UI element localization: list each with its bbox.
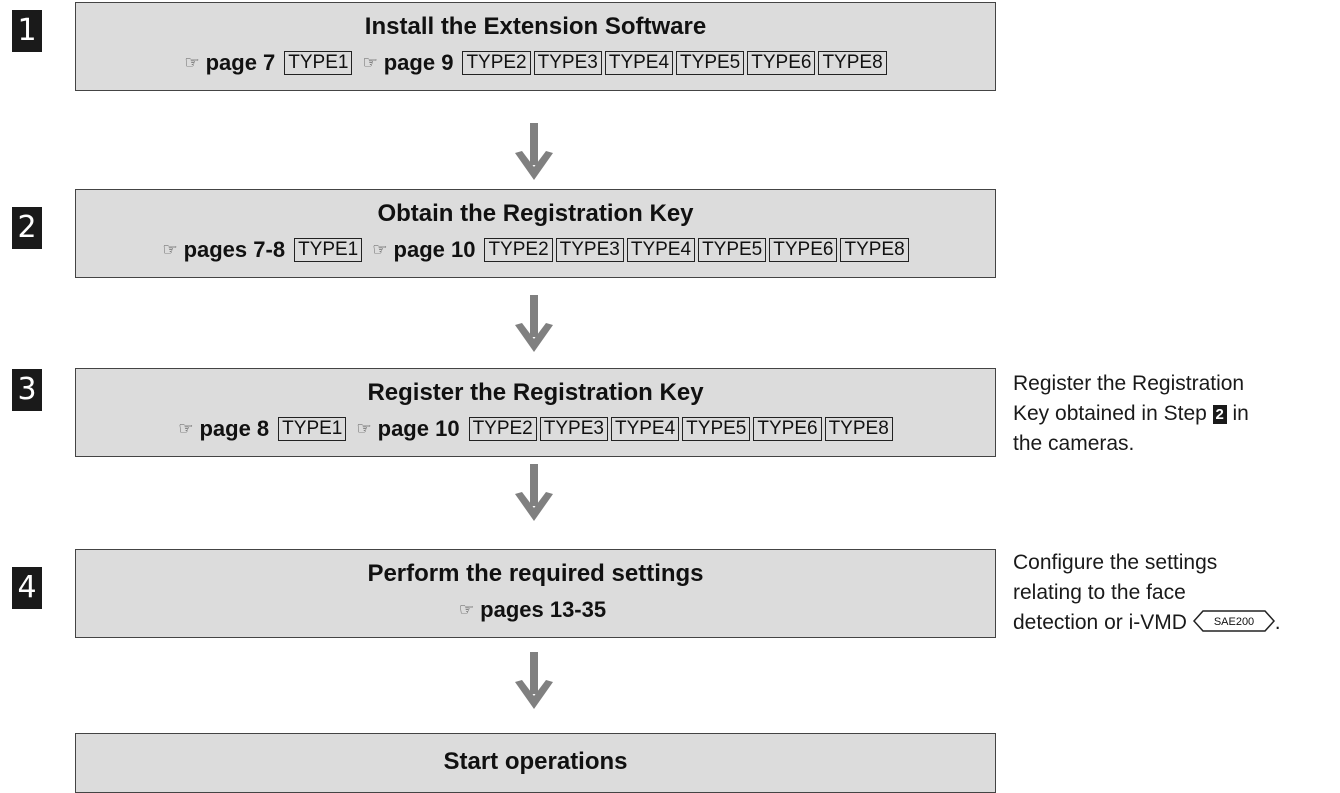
step-refs: ☞ pages 7-8 TYPE1 ☞ page 10 TYPE2 TYPE3 … — [76, 236, 995, 264]
type-tag: TYPE3 — [539, 417, 608, 441]
type-tag: TYPE4 — [626, 238, 696, 262]
step-title: Install the Extension Software — [364, 13, 707, 40]
sae200-badge: SAE200 — [1192, 610, 1275, 632]
note-line: relating to the face — [1013, 581, 1186, 604]
step-box-register-key: Register the Registration Key ☞ page 8 T… — [75, 368, 996, 457]
step-number-2: 2 — [12, 207, 42, 249]
pointing-hand-icon: ☞ — [184, 53, 200, 73]
type-tag: TYPE2 — [462, 51, 531, 75]
page-reference-text: pages 7-8 — [183, 237, 286, 262]
page-reference: ☞ pages 7-8 — [162, 236, 285, 264]
pointing-hand-icon: ☞ — [162, 240, 178, 260]
down-arrow-icon — [515, 123, 553, 180]
svg-text:SAE200: SAE200 — [1214, 616, 1254, 628]
step-title: Obtain the Registration Key — [377, 200, 694, 227]
page-reference: ☞ page 9 — [362, 49, 453, 77]
page-reference-text: pages 13-35 — [480, 597, 607, 622]
page-reference-text: page 8 — [199, 416, 270, 441]
type-tag: TYPE8 — [840, 238, 909, 262]
type-tag: TYPE3 — [555, 238, 624, 262]
type-tag: TYPE2 — [484, 238, 553, 262]
step-4-note: Configure the settings relating to the f… — [1013, 548, 1281, 638]
page-reference: ☞ pages 13-35 — [459, 596, 606, 624]
pointing-hand-icon: ☞ — [362, 53, 378, 73]
page-reference: ☞ page 10 — [372, 236, 475, 264]
step-box-start: Start operations — [75, 733, 996, 793]
note-line: Configure the settings — [1013, 551, 1218, 574]
step-3-note: Register the Registration Key obtained i… — [1013, 369, 1249, 459]
pointing-hand-icon: ☞ — [372, 240, 388, 260]
note-line: Key obtained in Step 2 in — [1013, 402, 1249, 425]
type-tag: TYPE8 — [824, 417, 893, 441]
step-box-install: Install the Extension Software ☞ page 7 … — [75, 2, 996, 91]
down-arrow-icon — [515, 464, 553, 521]
pointing-hand-icon: ☞ — [178, 419, 194, 439]
type-tag: TYPE6 — [769, 238, 838, 262]
step-title: Register the Registration Key — [367, 379, 704, 406]
type-tag: TYPE8 — [818, 51, 887, 75]
step-number-3: 3 — [12, 369, 42, 411]
page-reference: ☞ page 7 — [184, 49, 275, 77]
inline-step-number: 2 — [1212, 405, 1227, 424]
note-line: Register the Registration — [1013, 372, 1245, 395]
page-reference-text: page 9 — [383, 50, 454, 75]
pointing-hand-icon: ☞ — [458, 600, 475, 620]
type-tag: TYPE3 — [533, 51, 602, 75]
page-reference-text: page 10 — [377, 416, 460, 441]
page-reference-text: page 7 — [205, 50, 276, 75]
type-tag: TYPE6 — [747, 51, 816, 75]
step-number-1: 1 — [12, 10, 42, 52]
step-box-settings: Perform the required settings ☞ pages 13… — [75, 549, 996, 638]
type-tag: TYPE1 — [278, 417, 347, 441]
step-box-obtain-key: Obtain the Registration Key ☞ pages 7-8 … — [75, 189, 996, 278]
type-tag: TYPE2 — [468, 417, 537, 441]
step-title: Perform the required settings — [367, 560, 704, 587]
type-tag: TYPE5 — [676, 51, 745, 75]
type-tag: TYPE4 — [604, 51, 674, 75]
pointing-hand-icon: ☞ — [356, 419, 372, 439]
step-refs: ☞ pages 13-35 — [76, 596, 995, 624]
down-arrow-icon — [515, 652, 553, 709]
type-tag: TYPE1 — [284, 51, 353, 75]
page-reference-text: page 10 — [393, 237, 476, 262]
type-tag: TYPE5 — [682, 417, 751, 441]
down-arrow-icon — [515, 295, 553, 352]
note-line: detection or i-VMD SAE200. — [1013, 610, 1281, 634]
type-tag: TYPE6 — [753, 417, 822, 441]
type-tag: TYPE5 — [698, 238, 767, 262]
note-line: the cameras. — [1013, 432, 1135, 455]
type-tag: TYPE1 — [294, 238, 363, 262]
page-reference: ☞ page 10 — [356, 415, 459, 443]
step-refs: ☞ page 8 TYPE1 ☞ page 10 TYPE2 TYPE3 TYP… — [76, 415, 995, 443]
step-title: Start operations — [443, 748, 628, 775]
step-refs: ☞ page 7 TYPE1 ☞ page 9 TYPE2 TYPE3 TYPE… — [76, 49, 995, 77]
step-number-4: 4 — [12, 567, 42, 609]
page-reference: ☞ page 8 — [178, 415, 269, 443]
type-tag: TYPE4 — [610, 417, 680, 441]
